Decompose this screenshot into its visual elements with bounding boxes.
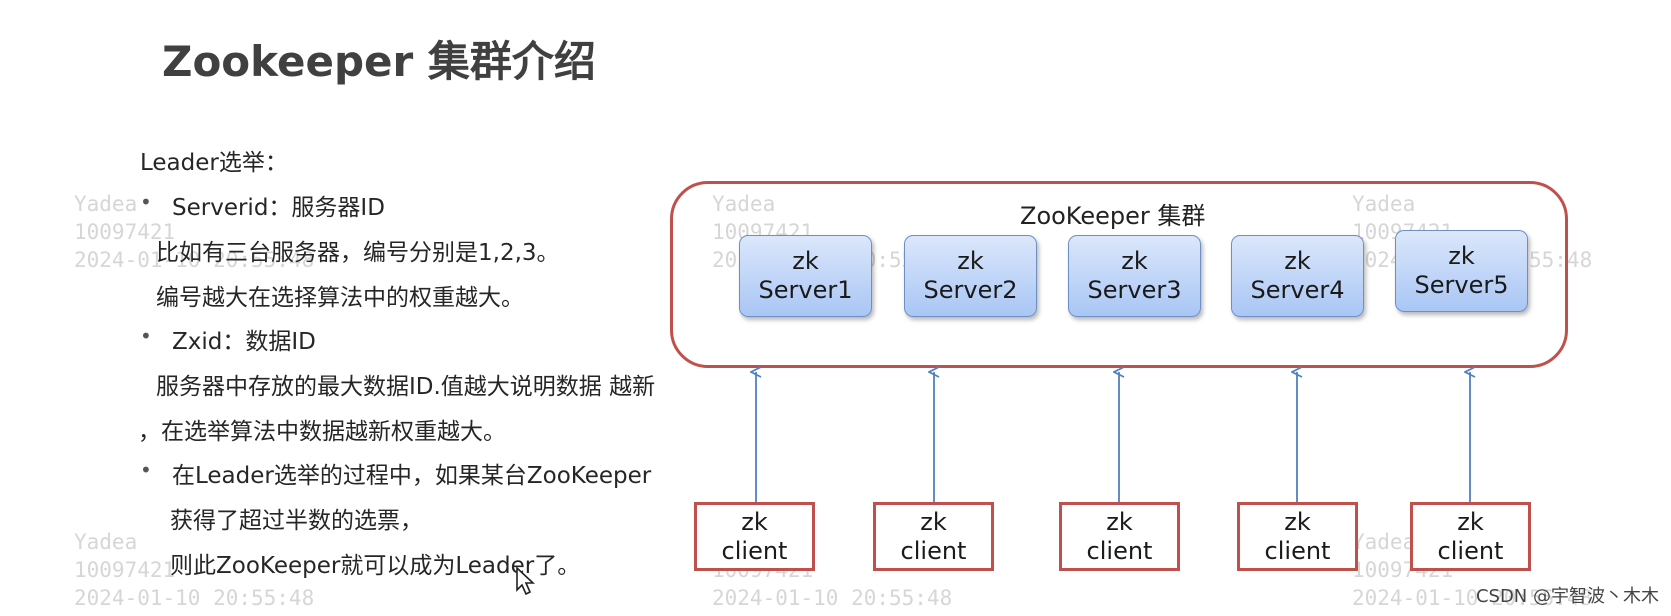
client-line-2: client xyxy=(721,536,788,565)
serverid-line-2: 编号越大在选择算法中的权重越大。 xyxy=(156,285,524,311)
server-line-2: Server5 xyxy=(1414,271,1509,299)
zk-client-2: zk client xyxy=(873,502,994,571)
election-heading: Leader选举： xyxy=(140,150,288,176)
slide-title: Zookeeper 集群介绍 xyxy=(162,37,596,86)
server-line-1: zk xyxy=(792,247,819,275)
client-line-1: zk xyxy=(1457,507,1484,536)
election-line-3: 则此ZooKeeper就可以成为Leader了。 xyxy=(170,553,581,579)
server-line-1: zk xyxy=(957,247,984,275)
csdn-credit: CSDN @宇智波丶木木 xyxy=(1475,586,1659,607)
client-line-1: zk xyxy=(741,507,768,536)
client-line-2: client xyxy=(1086,536,1153,565)
zk-server-5: zk Server5 xyxy=(1395,230,1528,312)
server-line-1: zk xyxy=(1448,242,1475,270)
zxid-line-1: 服务器中存放的最大数据ID.值越大说明数据 越新 xyxy=(156,374,656,400)
server-line-1: zk xyxy=(1121,247,1148,275)
bullet-election: • xyxy=(140,458,152,482)
zk-client-1: zk client xyxy=(694,502,815,571)
zk-server-2: zk Server2 xyxy=(904,235,1037,317)
server-line-2: Server4 xyxy=(1250,276,1345,304)
zk-server-4: zk Server4 xyxy=(1231,235,1364,317)
serverid-title: Serverid：服务器ID xyxy=(172,195,385,221)
server-line-2: Server2 xyxy=(923,276,1018,304)
client-line-2: client xyxy=(900,536,967,565)
server-line-2: Server1 xyxy=(758,276,853,304)
election-line-2: 获得了超过半数的选票， xyxy=(170,508,423,534)
server-line-2: Server3 xyxy=(1087,276,1182,304)
zk-client-5: zk client xyxy=(1410,502,1531,571)
server-line-1: zk xyxy=(1284,247,1311,275)
serverid-line-1: 比如有三台服务器，编号分别是1,2,3。 xyxy=(156,240,560,266)
zxid-line-2: ，在选举算法中数据越新权重越大。 xyxy=(138,419,506,445)
client-line-1: zk xyxy=(1284,507,1311,536)
bullet-serverid: • xyxy=(140,190,152,214)
cluster-label: ZooKeeper 集群 xyxy=(1020,202,1206,230)
election-line-1: 在Leader选举的过程中，如果某台ZooKeeper xyxy=(172,463,652,489)
client-line-2: client xyxy=(1264,536,1331,565)
mouse-cursor-icon xyxy=(516,566,536,596)
client-line-2: client xyxy=(1437,536,1504,565)
zk-client-3: zk client xyxy=(1059,502,1180,571)
zk-server-3: zk Server3 xyxy=(1068,235,1201,317)
zk-client-4: zk client xyxy=(1237,502,1358,571)
client-line-1: zk xyxy=(1106,507,1133,536)
zk-server-1: zk Server1 xyxy=(739,235,872,317)
bullet-zxid: • xyxy=(140,324,152,348)
client-line-1: zk xyxy=(920,507,947,536)
zxid-title: Zxid：数据ID xyxy=(172,329,316,355)
